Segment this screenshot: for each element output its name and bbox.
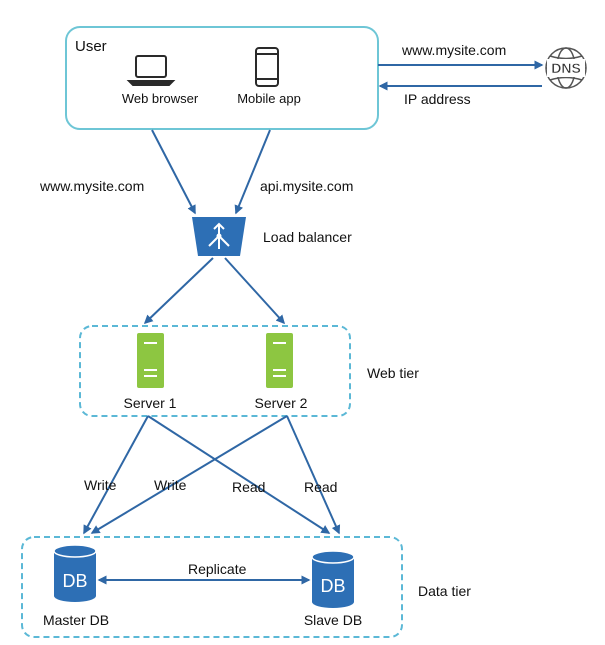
mobile-app-label: Mobile app (237, 91, 301, 106)
slave-db-label: Slave DB (303, 612, 363, 628)
load-balancer-icon (192, 217, 246, 256)
replicate-label: Replicate (188, 561, 247, 577)
data-tier-label: Data tier (418, 583, 471, 599)
master-db-icon (53, 544, 97, 602)
web-tier-label: Web tier (367, 365, 419, 381)
web-tier-box (79, 325, 351, 417)
user-box (65, 26, 379, 130)
server-2-icon (266, 333, 293, 388)
data-tier-box (21, 536, 403, 638)
laptop-icon (126, 55, 176, 86)
load-balancer-label: Load balancer (263, 229, 352, 245)
write-label-1: Write (84, 477, 117, 493)
server-1-label: Server 1 (123, 395, 177, 411)
read-label-2: Read (304, 479, 338, 495)
web-browser-label: Web browser (121, 91, 199, 106)
lb-to-server1-arrow (143, 257, 214, 325)
user-title: User (75, 38, 107, 55)
dns-response-label: IP address (404, 91, 471, 107)
dns-request-label: www.mysite.com (402, 42, 507, 58)
web-domain-label: www.mysite.com (40, 178, 145, 194)
api-domain-label: api.mysite.com (260, 178, 354, 194)
slave-db-icon (311, 550, 355, 608)
server1-write-arrow (83, 415, 149, 535)
web-to-lb-arrow (151, 129, 196, 215)
server-2-label: Server 2 (254, 395, 308, 411)
write-label-2: Write (154, 477, 187, 493)
read-label-1: Read (232, 479, 266, 495)
server2-write-arrow (90, 415, 288, 534)
server1-read-arrow (147, 415, 331, 534)
dns-icon-text: DNS (551, 60, 581, 76)
lb-to-server2-arrow (224, 257, 286, 325)
slave-db-icon-text: DB (320, 576, 345, 596)
server2-read-arrow (286, 415, 341, 535)
master-db-label: Master DB (42, 612, 110, 628)
phone-icon (255, 47, 279, 87)
api-to-lb-arrow (234, 129, 271, 215)
master-db-icon-text: DB (62, 571, 87, 591)
server-1-icon (137, 333, 164, 388)
